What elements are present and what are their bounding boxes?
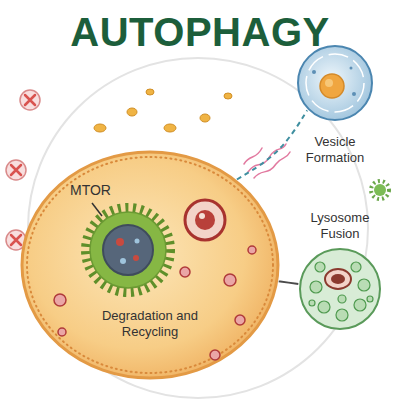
node-text: Vesicle Formation	[293, 134, 377, 165]
autophagosome	[185, 200, 225, 240]
pink-filaments	[244, 144, 290, 178]
vesicle-shape	[296, 44, 374, 122]
leader-line	[92, 203, 102, 216]
virus-particle	[371, 181, 389, 199]
lysosome-shape	[298, 247, 382, 331]
cell-body: Degradation and Recycling	[20, 150, 280, 380]
fusion-connector	[279, 281, 299, 284]
vesicles	[54, 246, 256, 360]
cell-body-shape	[20, 150, 280, 380]
node-text: Degradation and Recycling	[92, 308, 208, 339]
lysosome-node: Lysosome Fusion	[288, 210, 392, 331]
blocked-icon	[20, 90, 40, 110]
node-text: Lysosome Fusion	[298, 210, 382, 241]
vesicle-node: Vesicle Formation	[285, 44, 385, 169]
cargo-particles	[94, 89, 232, 132]
blocked-icon	[6, 160, 26, 180]
nucleus	[86, 208, 170, 292]
mtor-label: MTOR	[70, 182, 111, 199]
dashed-connector	[237, 110, 307, 179]
